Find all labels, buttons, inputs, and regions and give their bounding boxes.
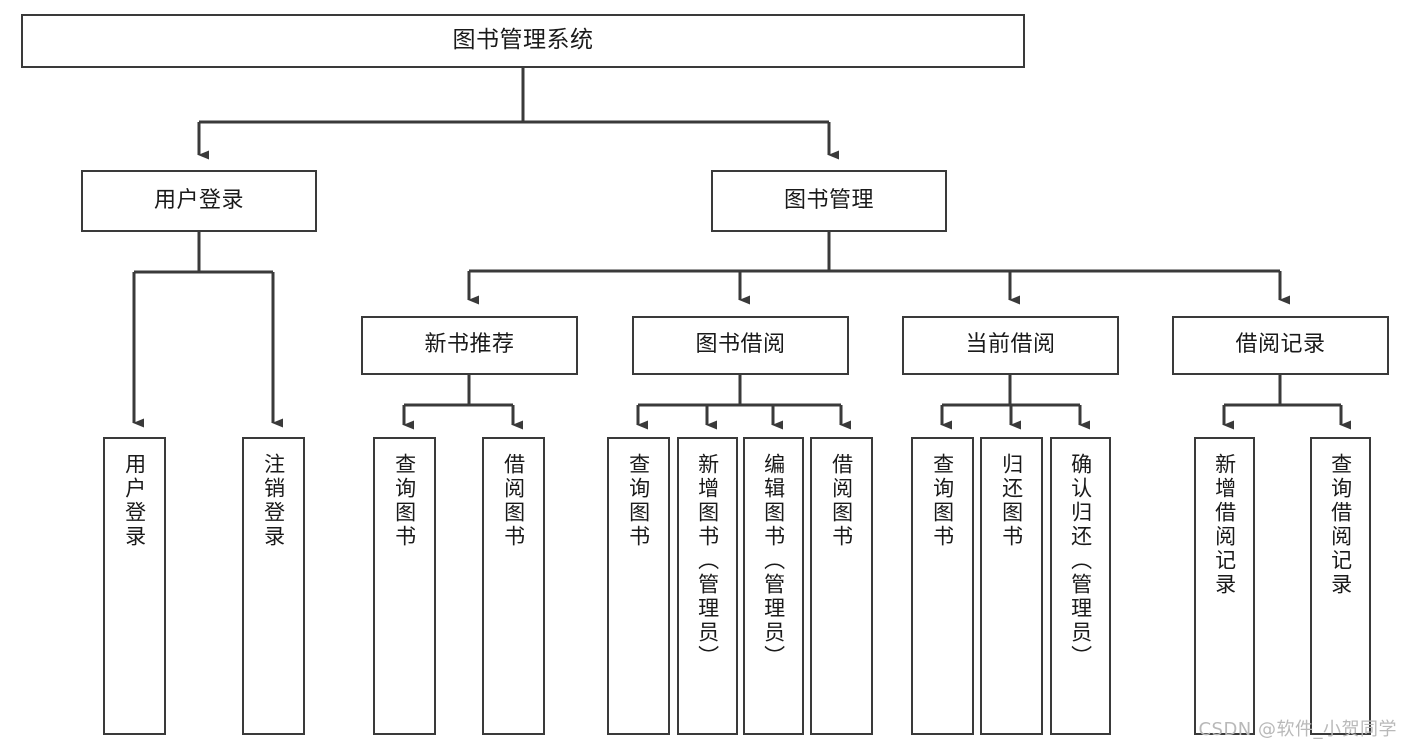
leaf-book-borrow-query[interactable]: 查询图书 xyxy=(607,437,670,735)
leaf-current-borrow-confirm-label: 确认归还（管理员） xyxy=(1068,453,1093,669)
leaf-user-login-login[interactable]: 用户登录 xyxy=(103,437,166,735)
leaf-borrow-record-add-label: 新增借阅记录 xyxy=(1212,453,1237,597)
node-user-login-label: 用户登录 xyxy=(153,187,244,213)
node-book-manage[interactable]: 图书管理 xyxy=(711,170,947,232)
leaf-book-borrow-borrow-label: 借阅图书 xyxy=(829,453,854,549)
node-new-book-recommend-label: 新书推荐 xyxy=(424,332,515,358)
leaf-current-borrow-return[interactable]: 归还图书 xyxy=(980,437,1043,735)
leaf-user-login-logout-label: 注销登录 xyxy=(261,453,286,549)
leaf-borrow-record-add[interactable]: 新增借阅记录 xyxy=(1194,437,1255,735)
leaf-user-login-login-label: 用户登录 xyxy=(122,453,147,549)
node-new-book-recommend[interactable]: 新书推荐 xyxy=(361,316,578,375)
leaf-current-borrow-query[interactable]: 查询图书 xyxy=(911,437,974,735)
leaf-borrow-record-query-label: 查询借阅记录 xyxy=(1328,453,1353,597)
leaf-new-book-query-label: 查询图书 xyxy=(392,453,417,549)
node-root-system-label: 图书管理系统 xyxy=(452,27,594,54)
node-book-manage-label: 图书管理 xyxy=(783,187,874,213)
leaf-book-borrow-add-label: 新增图书（管理员） xyxy=(695,453,720,669)
leaf-current-borrow-query-label: 查询图书 xyxy=(930,453,955,549)
node-root-system[interactable]: 图书管理系统 xyxy=(21,14,1025,68)
leaf-new-book-query[interactable]: 查询图书 xyxy=(373,437,436,735)
node-book-borrow-label: 图书借阅 xyxy=(695,332,786,358)
node-current-borrow-label: 当前借阅 xyxy=(965,332,1056,358)
leaf-book-borrow-add[interactable]: 新增图书（管理员） xyxy=(677,437,738,735)
leaf-current-borrow-confirm[interactable]: 确认归还（管理员） xyxy=(1050,437,1111,735)
leaf-new-book-borrow[interactable]: 借阅图书 xyxy=(482,437,545,735)
leaf-book-borrow-edit[interactable]: 编辑图书（管理员） xyxy=(743,437,804,735)
leaf-new-book-borrow-label: 借阅图书 xyxy=(501,453,526,549)
leaf-borrow-record-query[interactable]: 查询借阅记录 xyxy=(1310,437,1371,735)
node-current-borrow[interactable]: 当前借阅 xyxy=(902,316,1119,375)
node-user-login[interactable]: 用户登录 xyxy=(81,170,317,232)
leaf-user-login-logout[interactable]: 注销登录 xyxy=(242,437,305,735)
leaf-book-borrow-edit-label: 编辑图书（管理员） xyxy=(761,453,786,669)
leaf-book-borrow-query-label: 查询图书 xyxy=(626,453,651,549)
node-borrow-record-label: 借阅记录 xyxy=(1235,332,1326,358)
node-borrow-record[interactable]: 借阅记录 xyxy=(1172,316,1389,375)
node-book-borrow[interactable]: 图书借阅 xyxy=(632,316,849,375)
leaf-book-borrow-borrow[interactable]: 借阅图书 xyxy=(810,437,873,735)
leaf-current-borrow-return-label: 归还图书 xyxy=(999,453,1024,549)
